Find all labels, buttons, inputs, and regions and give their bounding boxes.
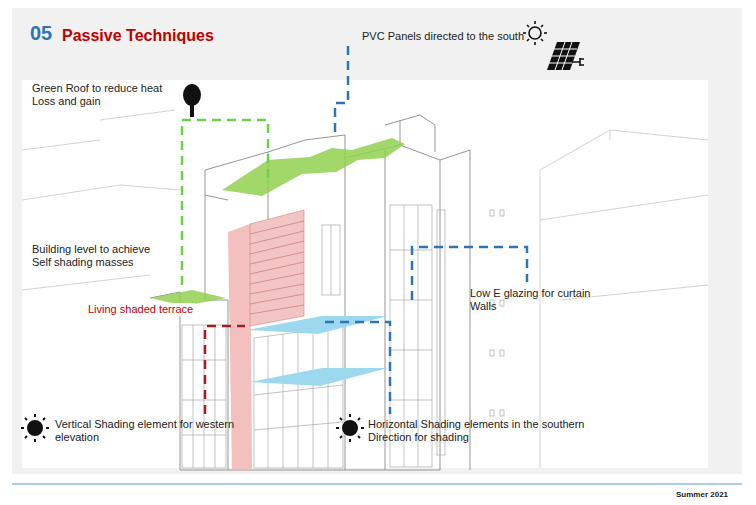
footer-rule [12, 483, 742, 484]
horizontal-shading [248, 316, 388, 334]
leader-line [325, 322, 390, 414]
sun-icon [336, 414, 364, 442]
footer-note: Summer 2021 [676, 490, 728, 500]
sun-icon [523, 21, 547, 45]
callout-label: PVC Panels directed to the south [362, 30, 572, 43]
callout-label: Horizontal Shading elements in the south… [368, 418, 618, 444]
callout-label: Living shaded terrace [86, 303, 195, 316]
slide-panel [12, 8, 742, 474]
vertical-shading [228, 224, 252, 470]
slide-title: Passive Techniques [62, 26, 214, 45]
louvre-panel [250, 210, 304, 326]
callout-label: Green Roof to reduce heat Loss and gain [32, 82, 182, 108]
drawing-area [22, 80, 708, 468]
leader-line [182, 120, 268, 285]
sun-icon [21, 414, 49, 442]
tree-icon [183, 84, 201, 117]
horizontal-shading [250, 368, 388, 386]
solar-panel-icon [547, 42, 584, 70]
section-number: 05 [30, 21, 52, 45]
leader-line [205, 326, 245, 414]
green-roof [222, 138, 405, 196]
callout-label: Building level to achieve Self shading m… [32, 243, 172, 269]
callout-label: Vertical Shading element for western ele… [55, 418, 270, 444]
leader-line [335, 46, 348, 138]
louvre-lines [250, 221, 304, 314]
building-outline [150, 115, 470, 470]
context-buildings [22, 110, 708, 468]
callout-label: Low E glazing for curtain Walls [470, 287, 610, 313]
